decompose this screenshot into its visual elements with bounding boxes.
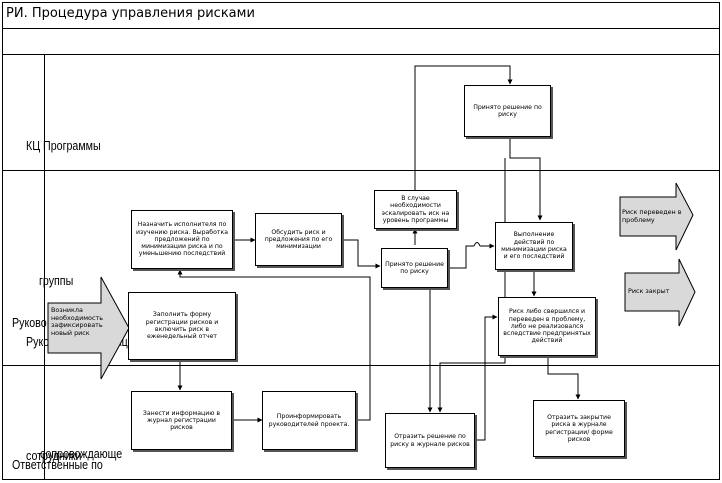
lane-label-divider [44, 54, 45, 480]
closed-end-label: Риск закрыт [628, 287, 670, 295]
lane-label-ruk-suffix: кц [117, 334, 128, 349]
problem-end-label: Риск переведен в проблему [622, 208, 682, 224]
risk-result-box: Риск либо свершился и переведен в пробле… [498, 297, 596, 356]
journal-close-box: Отразить закрытие риска в журнале регист… [533, 400, 625, 457]
connector-discuss-to-decision [342, 239, 381, 269]
connector-escalate-to-kc [414, 65, 513, 190]
lane-divider-managers [2, 365, 720, 366]
connector-kc-to-actions [509, 137, 543, 221]
lane-label-groups: группы [39, 273, 74, 288]
start-event-arrow [47, 276, 130, 380]
diagram-title: РИ. Процедура управления рисками [6, 6, 255, 21]
fill-form-box: Заполнить форму регистрации рисков и вкл… [128, 292, 236, 360]
lane-label-resp3: Ответственные по [12, 457, 103, 472]
lane-divider-kc [2, 170, 720, 171]
lane-divider-top [2, 54, 720, 55]
connector-journal-to-result [475, 314, 498, 441]
discuss-risk-box: Обсудить риск и предложения по его миним… [255, 213, 342, 266]
problem-end-arrow [619, 182, 694, 251]
lane-label-resp1: сотрудники [26, 448, 82, 463]
lane-label-resp2: сопровождающе [40, 446, 123, 461]
lane-label-kc: КЦ Программы [26, 138, 101, 153]
mitigation-actions-box: Выполнение действий по минимизации риска… [495, 222, 573, 270]
assign-executor-box: Назначить исполнителя по изучению риска.… [131, 210, 233, 269]
connector-jump [473, 242, 481, 247]
connector-inform-to-assign [177, 269, 371, 421]
escalate-box: В случае необходимости эскалировать иск … [374, 190, 457, 229]
start-event-label: Возникла необходимость зафиксировать нов… [51, 306, 103, 337]
closed-end-arrow [624, 258, 696, 327]
journal-decision-box: Отразить решение по риску в журнале риск… [385, 413, 475, 468]
lane-label-ruk2: Руко [26, 334, 50, 349]
connector-decision-to-actions-a [448, 245, 474, 269]
lane-label-ruk1: Руково [12, 315, 47, 330]
decision-group-box: Принято решение по риску [381, 248, 448, 288]
title-divider [2, 28, 720, 29]
inform-managers-box: Проинформировать руководителей проекта. [262, 391, 356, 450]
connector-result-to-close [547, 356, 581, 400]
journal-entry-box: Занести информацию в журнал регистрации … [131, 391, 232, 450]
decision-kc-box: Принято решение по риску [464, 85, 551, 137]
